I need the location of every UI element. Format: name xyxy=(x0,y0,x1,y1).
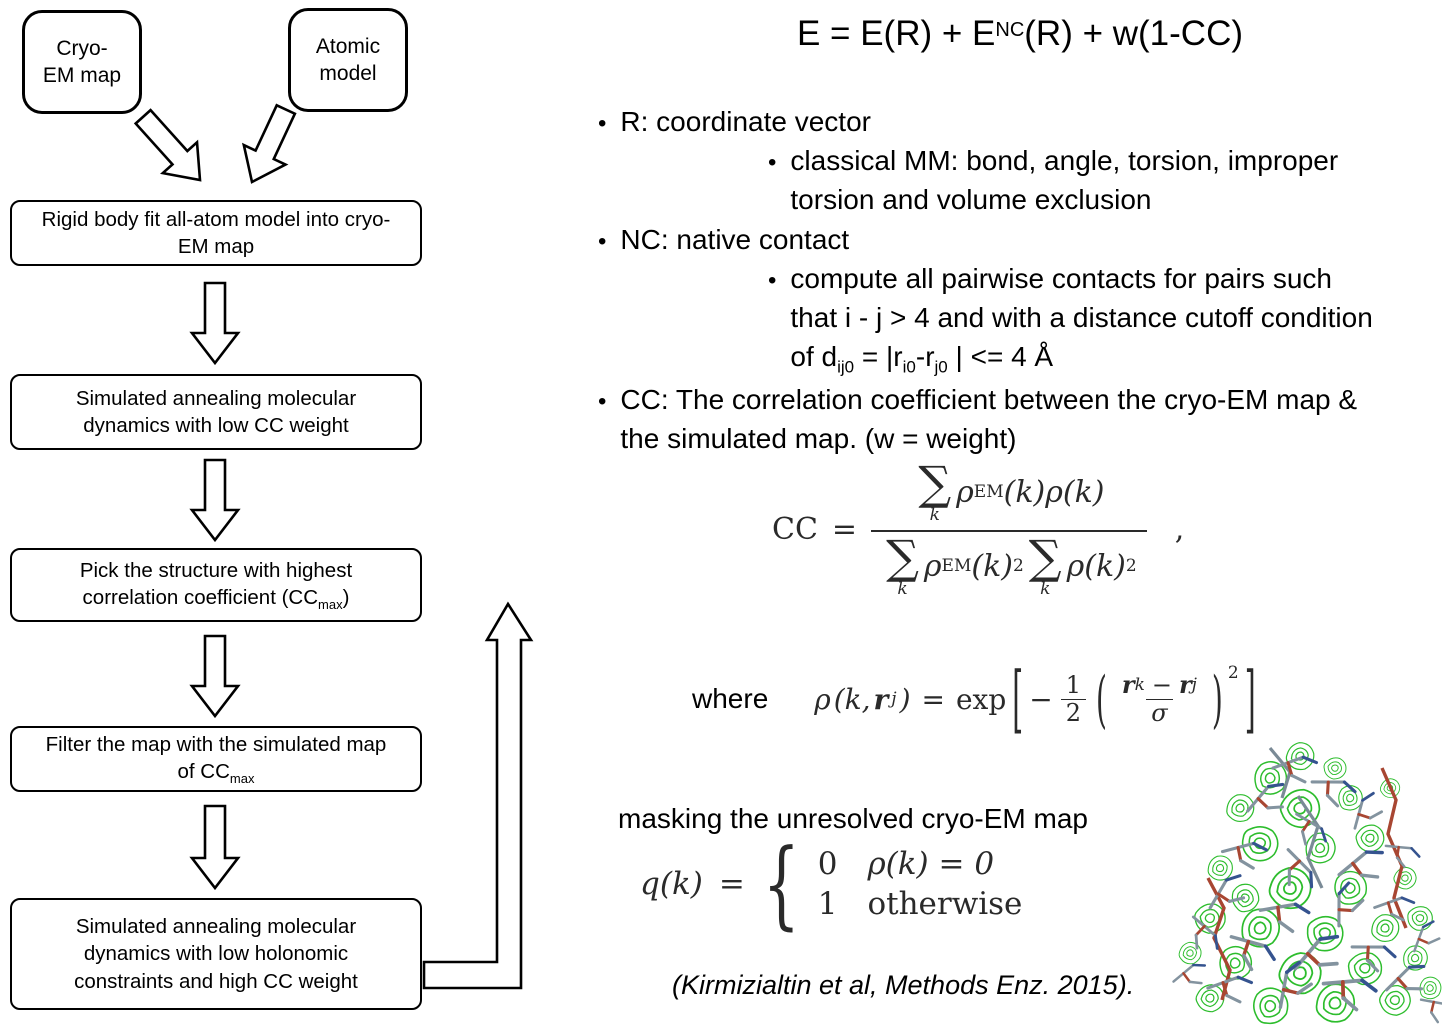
step-pick-ccmax-label: Pick the structure with highest correlat… xyxy=(80,557,352,614)
nc-sub-text-3: -r xyxy=(915,341,935,373)
bullet-cc: CC: The correlation coefficient between … xyxy=(598,380,1442,458)
arrow-cryoem-to-fit xyxy=(133,108,202,182)
sum-symbol: ∑k xyxy=(1028,530,1062,599)
energy-equation-nc-superscript: NC xyxy=(995,19,1025,41)
bullet-r-sub-label: classical MM: bond, angle, torsion, impr… xyxy=(790,145,1339,216)
energy-equation-part1: E = E(R) + E xyxy=(796,14,996,53)
bullet-dot xyxy=(598,220,606,259)
bullet-cc-label: CC: The correlation coefficient between … xyxy=(620,383,1358,454)
rj0-subscript: j0 xyxy=(934,357,948,377)
input-box-cryoem-label: Cryo- EM map xyxy=(42,36,122,87)
squared-exponent: 2 xyxy=(1227,663,1239,684)
nc-sub-text-2: = |r xyxy=(854,341,903,373)
bracket-open: [ xyxy=(1012,656,1024,743)
q-lhs: q(k) xyxy=(640,866,703,902)
sum-symbol: ∑k xyxy=(918,456,952,525)
exp-operator: exp xyxy=(955,682,1007,716)
input-box-atomic-model: Atomic model xyxy=(288,8,408,112)
step-sa-high-cc-label: Simulated annealing molecular dynamics w… xyxy=(74,914,358,993)
feedback-arrow xyxy=(422,601,534,990)
dij0-subscript: ij0 xyxy=(837,357,855,377)
masking-label: masking the unresolved cryo-EM map xyxy=(618,803,1088,834)
ccmax-subscript: max xyxy=(318,597,343,613)
bullet-list: R: coordinate vector classical MM: bond,… xyxy=(598,102,1442,458)
arrow-model-to-fit xyxy=(241,103,297,184)
bullet-dot xyxy=(598,102,606,141)
arrow-pick-to-filter xyxy=(189,634,241,719)
bracket-close: ] xyxy=(1244,656,1256,743)
step-sa-low-cc: Simulated annealing molecular dynamics w… xyxy=(10,374,422,450)
arrow-sa1-to-pick xyxy=(189,458,241,543)
step-rigid-body-fit-label: Rigid body fit all-atom model into cryo-… xyxy=(41,207,391,258)
r-vector: r xyxy=(873,682,889,716)
arrow-filter-to-sa2 xyxy=(189,804,241,891)
rho-squared-term: ρ(k)2 xyxy=(1066,548,1137,584)
input-box-cryoem: Cryo- EM map xyxy=(22,10,142,114)
bullet-r-sub: classical MM: bond, angle, torsion, impr… xyxy=(768,141,1442,219)
step-pick-ccmax-close: ) xyxy=(342,585,350,609)
arrow-fit-to-sa1 xyxy=(189,281,241,366)
energy-equation-part2: (R) + w(1-CC) xyxy=(1024,14,1244,53)
where-label: where xyxy=(692,683,769,715)
citation: (Kirmizialtin et al, Methods Enz. 2015). xyxy=(672,970,1135,1000)
input-box-atomic-model-label: Atomic model xyxy=(315,34,381,85)
step-pick-ccmax-text: Pick the structure with highest correlat… xyxy=(79,558,353,609)
paren-open: ( xyxy=(1095,663,1107,736)
cc-equation-comma: , xyxy=(1174,511,1185,547)
bullet-dot xyxy=(768,141,776,180)
energy-equation: E = E(R) + ENC(R) + w(1-CC) xyxy=(690,14,1350,54)
step-filter-map-text: Filter the map with the simulated map of… xyxy=(45,732,387,783)
bullet-nc: NC: native contact xyxy=(598,220,1442,259)
bullet-dot xyxy=(768,259,776,298)
molecule-image xyxy=(1170,739,1442,1026)
ri0-subscript: i0 xyxy=(902,357,916,377)
step-rigid-body-fit: Rigid body fit all-atom model into cryo-… xyxy=(10,200,422,266)
sigma-symbol: σ xyxy=(1151,698,1168,727)
rho-symbol: ρ xyxy=(814,682,831,716)
step-sa-low-cc-label: Simulated annealing molecular dynamics w… xyxy=(75,386,357,437)
bullet-r-label: R: coordinate vector xyxy=(620,106,871,137)
cc-equation-equals: = xyxy=(831,511,858,547)
step-filter-map-label: Filter the map with the simulated map of… xyxy=(46,731,387,788)
bullet-nc-label: NC: native contact xyxy=(620,223,850,255)
step-pick-ccmax: Pick the structure with highest correlat… xyxy=(10,548,422,622)
bullet-nc-sub-label: compute all pairwise contacts for pairs … xyxy=(790,259,1372,380)
step-filter-map: Filter the map with the simulated map of… xyxy=(10,726,422,792)
step-sa-high-cc: Simulated annealing molecular dynamics w… xyxy=(10,898,422,1010)
nc-sub-text-1: compute all pairwise contacts for pairs … xyxy=(790,262,1373,373)
cc-equation-lhs: CC xyxy=(772,511,818,547)
nc-sub-text-4: | <= 4 Å xyxy=(947,341,1054,373)
flowchart-arrows xyxy=(133,103,534,990)
atomic-sticks xyxy=(1170,746,1442,1026)
sum-symbol: ∑k xyxy=(886,530,919,599)
bullet-dot xyxy=(598,380,606,419)
cases-brace: { xyxy=(762,827,800,941)
bullet-nc-sub: compute all pairwise contacts for pairs … xyxy=(768,259,1442,380)
paren-close: ) xyxy=(1211,663,1223,736)
ccmax-subscript: max xyxy=(229,771,255,787)
bullet-r: R: coordinate vector xyxy=(598,102,1442,141)
